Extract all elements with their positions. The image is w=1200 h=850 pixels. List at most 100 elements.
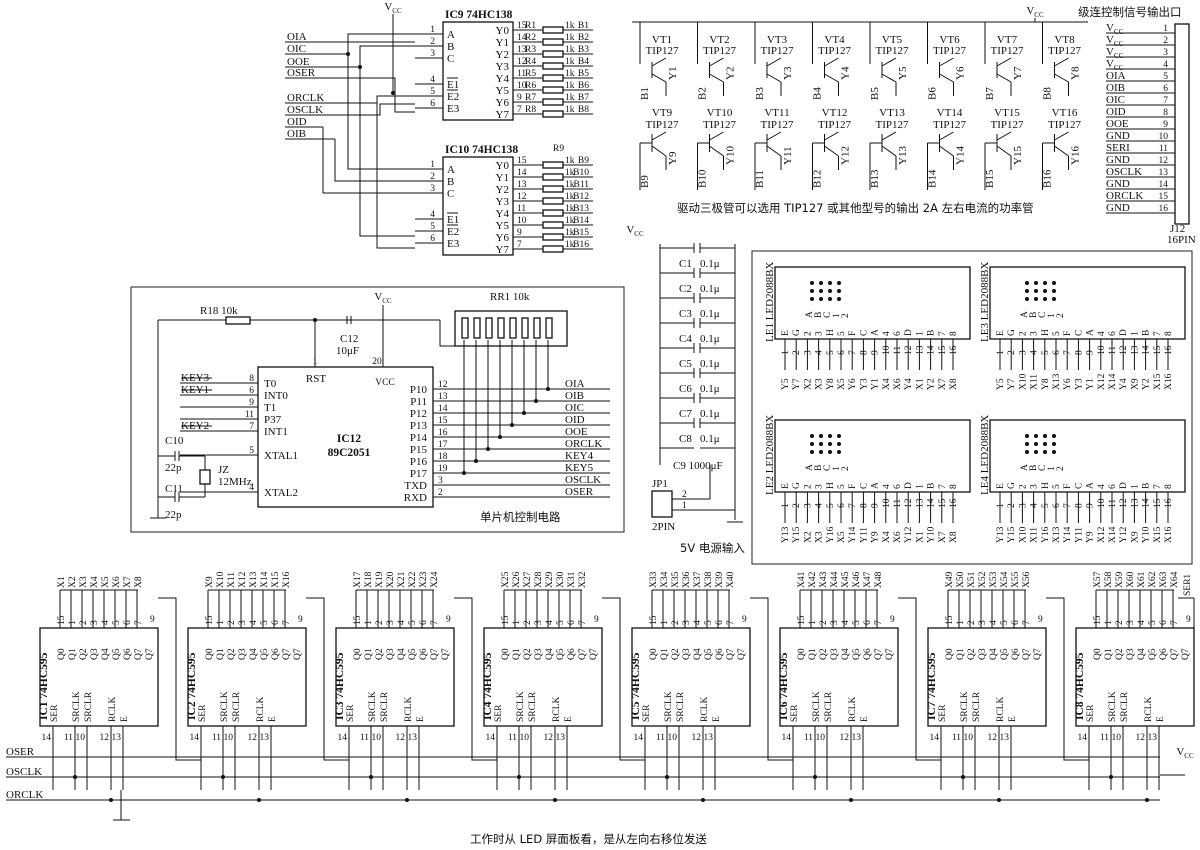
pin-name: SRCLK bbox=[72, 691, 82, 722]
output-label: Y7 bbox=[1012, 66, 1024, 80]
pin-name: RCLK bbox=[552, 697, 562, 722]
pin-name: RCLK bbox=[996, 697, 1006, 722]
pin-number: 13 bbox=[852, 733, 862, 743]
resistor-ref: R8 bbox=[525, 105, 536, 115]
pin-number: 5 bbox=[1041, 503, 1051, 508]
pin-number: 9 bbox=[1086, 350, 1096, 355]
pin-name: A bbox=[871, 482, 881, 489]
resistor-value: 1k bbox=[565, 228, 575, 238]
signal-label: OSER bbox=[287, 67, 316, 79]
x-label: X36 bbox=[682, 571, 692, 588]
led-dot bbox=[1052, 434, 1056, 438]
pin-number: 8 bbox=[1074, 503, 1084, 508]
x-label: X39 bbox=[715, 571, 725, 588]
pin-signal: Y5 bbox=[996, 378, 1006, 390]
shift-register-chip bbox=[39, 627, 159, 727]
j12-title: 级连控制信号输出口 bbox=[1078, 5, 1182, 19]
pin-signal: Y16 bbox=[826, 526, 836, 543]
pin-name: D bbox=[904, 482, 914, 489]
pin-name: Q6 bbox=[863, 648, 873, 660]
pin-signal: X10 bbox=[1018, 526, 1028, 543]
x-label: X17 bbox=[353, 571, 363, 588]
led-dot bbox=[1025, 442, 1029, 446]
resistor-value: 1k bbox=[565, 156, 575, 166]
pin-number: 12 bbox=[248, 733, 258, 743]
emitter-leg bbox=[766, 73, 782, 83]
pin-name: 6 bbox=[1108, 484, 1118, 489]
chip-label: IC7 74HC595 bbox=[926, 652, 938, 720]
pin-name: Q3 bbox=[386, 648, 396, 660]
pin-name: Q6 bbox=[419, 648, 429, 660]
rr1-element bbox=[461, 317, 469, 339]
pin-number: 2 bbox=[819, 620, 829, 625]
base-label: B12 bbox=[812, 170, 824, 188]
pin-name: Y2 bbox=[496, 49, 509, 61]
pin-name: Q6 bbox=[1159, 648, 1169, 660]
base-label: B13 bbox=[869, 169, 881, 188]
transistor-model: TIP127 bbox=[761, 45, 795, 57]
pin-number: 13 bbox=[915, 345, 925, 355]
pin-name: Y1 bbox=[496, 37, 509, 49]
pin-signal: X4 bbox=[882, 378, 892, 390]
pin-name: 2 bbox=[1018, 331, 1028, 336]
resistor-ref: R1 bbox=[525, 21, 536, 31]
pin-name: Y3 bbox=[496, 61, 510, 73]
pin-name: Q1 bbox=[216, 648, 226, 660]
x-label: X50 bbox=[956, 571, 966, 588]
j12-signal: SERI bbox=[1106, 142, 1130, 154]
x-label: X20 bbox=[386, 571, 396, 588]
pin-signal: Y4 bbox=[904, 378, 914, 390]
rr1-element bbox=[485, 317, 493, 339]
shift-register-chip bbox=[779, 627, 899, 727]
pin-signal: X11 bbox=[1030, 527, 1040, 543]
pin-name: B bbox=[927, 330, 937, 336]
dot-label: 2 bbox=[841, 313, 851, 318]
pin-name: SRCLR bbox=[528, 691, 538, 722]
pin-number: 14 bbox=[486, 733, 496, 743]
x-label: X51 bbox=[967, 571, 977, 588]
pin-number: 12 bbox=[692, 733, 702, 743]
led-dot bbox=[1052, 450, 1056, 454]
pin-signal: Y13 bbox=[996, 526, 1006, 543]
pin-name: E bbox=[564, 716, 574, 722]
pin-number: 12 bbox=[1119, 345, 1129, 355]
resistor bbox=[542, 209, 564, 217]
pin-name: Q7 bbox=[726, 648, 736, 660]
pin-name: Q3 bbox=[1126, 648, 1136, 660]
pin-name: SER bbox=[790, 704, 800, 722]
pin-name: SRCLK bbox=[516, 691, 526, 722]
vcc-main: V bbox=[626, 224, 634, 236]
pin-name: 3 bbox=[815, 484, 825, 489]
pin-number: 12 bbox=[438, 380, 448, 390]
pin-signal: X10 bbox=[1018, 373, 1028, 390]
jp1-pin: 1 bbox=[682, 501, 687, 511]
pin-name: 5 bbox=[1052, 331, 1062, 336]
collector-leg bbox=[881, 57, 897, 67]
pin-name: RCLK bbox=[1144, 697, 1154, 722]
pin-number: 5 bbox=[852, 620, 862, 625]
pin-name: Q7 bbox=[282, 648, 292, 660]
pin-name: SRCLR bbox=[84, 691, 94, 722]
pin-name: 4 bbox=[882, 331, 892, 336]
dot-label: C bbox=[823, 312, 833, 318]
pin-number: 11 bbox=[245, 410, 254, 420]
q7-label: Q7 bbox=[145, 648, 155, 660]
shift-register-chip bbox=[631, 627, 751, 727]
pin-name: Y1 bbox=[496, 172, 509, 184]
pin-number: 10 bbox=[1097, 498, 1107, 508]
ic9-vcc: VCC bbox=[384, 1, 402, 15]
junction-dot bbox=[474, 459, 478, 463]
output-label: Y12 bbox=[840, 146, 852, 165]
pin-signal: Y15 bbox=[792, 526, 802, 543]
pin-number: 2 bbox=[671, 620, 681, 625]
pin-number: 2 bbox=[792, 350, 802, 355]
x-label: X2 bbox=[68, 576, 78, 588]
pin-number: 2 bbox=[430, 172, 435, 182]
q7-label: Q7 bbox=[589, 648, 599, 660]
pin-number: 15 bbox=[938, 498, 948, 508]
pin-name: D bbox=[1119, 482, 1129, 489]
x-label: X26 bbox=[512, 571, 522, 588]
pin-name: Q7 bbox=[1022, 648, 1032, 660]
decoder-body bbox=[442, 21, 514, 121]
led-dot bbox=[810, 289, 814, 293]
